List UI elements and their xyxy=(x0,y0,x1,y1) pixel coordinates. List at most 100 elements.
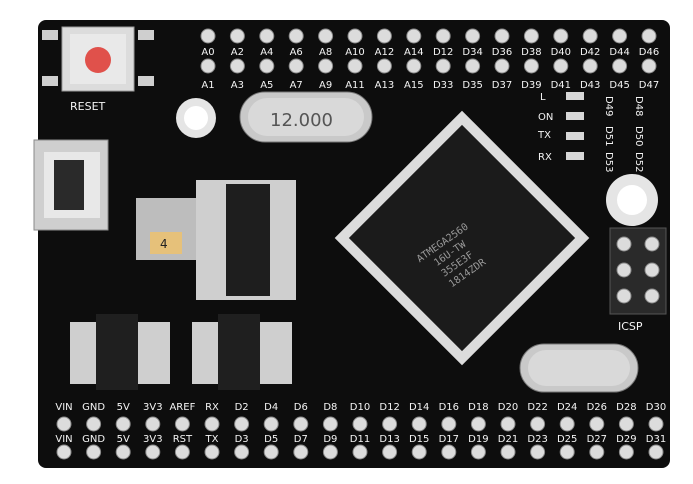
crystal-frequency: 12.000 xyxy=(270,110,333,131)
crystal-top xyxy=(239,91,373,143)
pin-pad xyxy=(648,444,664,460)
pin-label: A14 xyxy=(404,47,424,58)
pin-pad xyxy=(441,444,457,460)
pin-label: A8 xyxy=(319,47,332,58)
pin-pad xyxy=(229,58,245,74)
pin-label: D43 xyxy=(580,80,600,91)
pin-pad xyxy=(347,28,363,44)
reset-label: RESET xyxy=(70,100,106,113)
pin-label: A15 xyxy=(404,80,424,91)
pin-label: D17 xyxy=(439,434,459,445)
pin-label: D46 xyxy=(639,47,659,58)
pin-pad xyxy=(288,58,304,74)
pin-label: A10 xyxy=(345,47,365,58)
pin-pad xyxy=(56,444,72,460)
pin-label: 5V xyxy=(117,402,130,413)
pin-label: D34 xyxy=(462,47,482,58)
pin-label: GND xyxy=(82,434,105,445)
pin-label: D38 xyxy=(521,47,541,58)
pin-pad xyxy=(288,28,304,44)
pin-pad xyxy=(229,28,245,44)
pin-label: A0 xyxy=(201,47,214,58)
crystal-bottom xyxy=(519,343,639,393)
pin-label: D42 xyxy=(580,47,600,58)
pin-pad xyxy=(234,416,250,432)
pin-label: A9 xyxy=(319,80,332,91)
pin-pad xyxy=(352,444,368,460)
pin-pad xyxy=(382,416,398,432)
pin-pad xyxy=(553,58,569,74)
pin-label: D22 xyxy=(527,402,547,413)
micro-usb-connector xyxy=(33,139,109,231)
pin-label: RST xyxy=(173,434,193,445)
pin-pad xyxy=(470,416,486,432)
pin-label: TX xyxy=(205,434,219,445)
pin-label: D23 xyxy=(527,434,547,445)
pin-label: D14 xyxy=(409,402,429,413)
pin-label: D4 xyxy=(264,402,278,413)
pin-pad xyxy=(553,28,569,44)
pin-label: D8 xyxy=(323,402,337,413)
voltage-regulator-2 xyxy=(192,314,292,390)
pin-pad xyxy=(406,58,422,74)
pin-pad xyxy=(174,416,190,432)
pin-label: D29 xyxy=(616,434,636,445)
right-label-d51: D51 xyxy=(603,126,614,146)
pin-pad xyxy=(612,28,628,44)
pin-label: D30 xyxy=(646,402,666,413)
pin-label: 3V3 xyxy=(143,402,163,413)
pin-pad xyxy=(559,416,575,432)
pin-pad xyxy=(204,444,220,460)
pin-label: AREF xyxy=(169,402,195,413)
pin-pad xyxy=(494,28,510,44)
pin-pad xyxy=(494,58,510,74)
pin-pad xyxy=(86,416,102,432)
regulator-number: 4 xyxy=(160,237,168,251)
pin-label: D36 xyxy=(492,47,512,58)
pin-label: A7 xyxy=(290,80,303,91)
pin-pad xyxy=(589,416,605,432)
led-label-l: L xyxy=(540,92,546,103)
pin-label: D33 xyxy=(433,80,453,91)
pin-label: D19 xyxy=(468,434,488,445)
pin-label: D10 xyxy=(350,402,370,413)
pin-pad xyxy=(435,28,451,44)
pin-label: A6 xyxy=(290,47,303,58)
pin-pad xyxy=(589,444,605,460)
pin-pad xyxy=(530,416,546,432)
pin-pad xyxy=(441,416,457,432)
pin-label: D45 xyxy=(609,80,629,91)
pin-pad xyxy=(618,416,634,432)
pin-label: D9 xyxy=(323,434,337,445)
mcu-chip xyxy=(334,110,590,366)
pin-pad xyxy=(582,58,598,74)
right-label-d52: D52 xyxy=(633,152,644,172)
pin-label: A1 xyxy=(201,80,214,91)
pin-label: D27 xyxy=(587,434,607,445)
pin-pad xyxy=(115,444,131,460)
pin-pad xyxy=(293,416,309,432)
pin-pad xyxy=(145,444,161,460)
pin-pad xyxy=(582,28,598,44)
pin-pad xyxy=(56,416,72,432)
pin-pad xyxy=(559,444,575,460)
pin-label: D37 xyxy=(492,80,512,91)
pin-label: A12 xyxy=(375,47,395,58)
voltage-regulator-1 xyxy=(70,314,170,390)
icsp-label: ICSP xyxy=(618,320,643,333)
pin-label: D2 xyxy=(235,402,249,413)
pin-label: D47 xyxy=(639,80,659,91)
right-label-d49: D49 xyxy=(603,96,614,116)
pin-pad xyxy=(500,416,516,432)
pin-label: D44 xyxy=(609,47,629,58)
pin-label: D16 xyxy=(439,402,459,413)
pin-pad xyxy=(435,58,451,74)
pin-label: 3V3 xyxy=(143,434,163,445)
status-leds xyxy=(566,92,584,160)
pin-pad xyxy=(376,28,392,44)
pin-label: D15 xyxy=(409,434,429,445)
pin-pad xyxy=(86,444,102,460)
pin-label: D7 xyxy=(294,434,308,445)
